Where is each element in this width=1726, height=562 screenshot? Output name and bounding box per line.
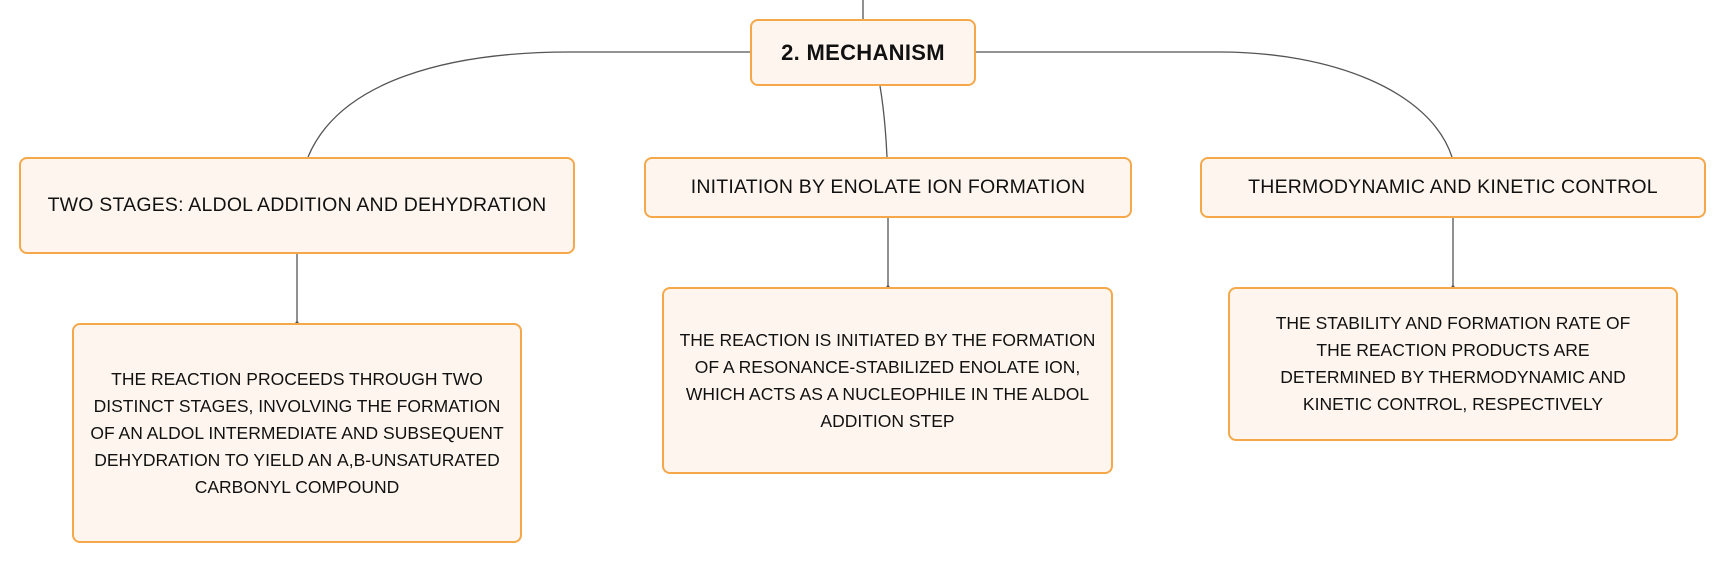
detail-node-enolate-initiation[interactable]: THE REACTION IS INITIATED BY THE FORMATI… bbox=[662, 287, 1113, 474]
detail-text: THE REACTION PROCEEDS THROUGH TWO DISTIN… bbox=[90, 368, 504, 497]
detail-text: THE STABILITY AND FORMATION RATE OF THE … bbox=[1275, 313, 1631, 414]
detail-node-aldol-stages[interactable]: THE REACTION PROCEEDS THROUGH TWO DISTIN… bbox=[72, 323, 522, 543]
detail-node-thermo-kinetic-control[interactable]: THE STABILITY AND FORMATION RATE OF THE … bbox=[1228, 287, 1678, 441]
branch-node-thermo-kinetic-control[interactable]: THERMODYNAMIC AND KINETIC CONTROL bbox=[1200, 157, 1706, 218]
branch-node-enolate-initiation[interactable]: INITIATION BY ENOLATE ION FORMATION bbox=[644, 157, 1132, 218]
root-label: 2. MECHANISM bbox=[781, 39, 945, 65]
connector-root-to-branch-2 bbox=[879, 85, 888, 158]
branch-label: INITIATION BY ENOLATE ION FORMATION bbox=[690, 176, 1086, 198]
connector-root-to-branch-1 bbox=[307, 51, 750, 158]
branch-label: THERMODYNAMIC AND KINETIC CONTROL bbox=[1248, 176, 1658, 198]
connector-root-to-branch-3 bbox=[976, 51, 1453, 158]
root-node[interactable]: 2. MECHANISM bbox=[750, 19, 976, 86]
branch-node-aldol-stages[interactable]: TWO STAGES: ALDOL ADDITION AND DEHYDRATI… bbox=[19, 157, 575, 254]
detail-text: THE REACTION IS INITIATED BY THE FORMATI… bbox=[679, 329, 1096, 431]
branch-label: TWO STAGES: ALDOL ADDITION AND DEHYDRATI… bbox=[47, 194, 547, 216]
